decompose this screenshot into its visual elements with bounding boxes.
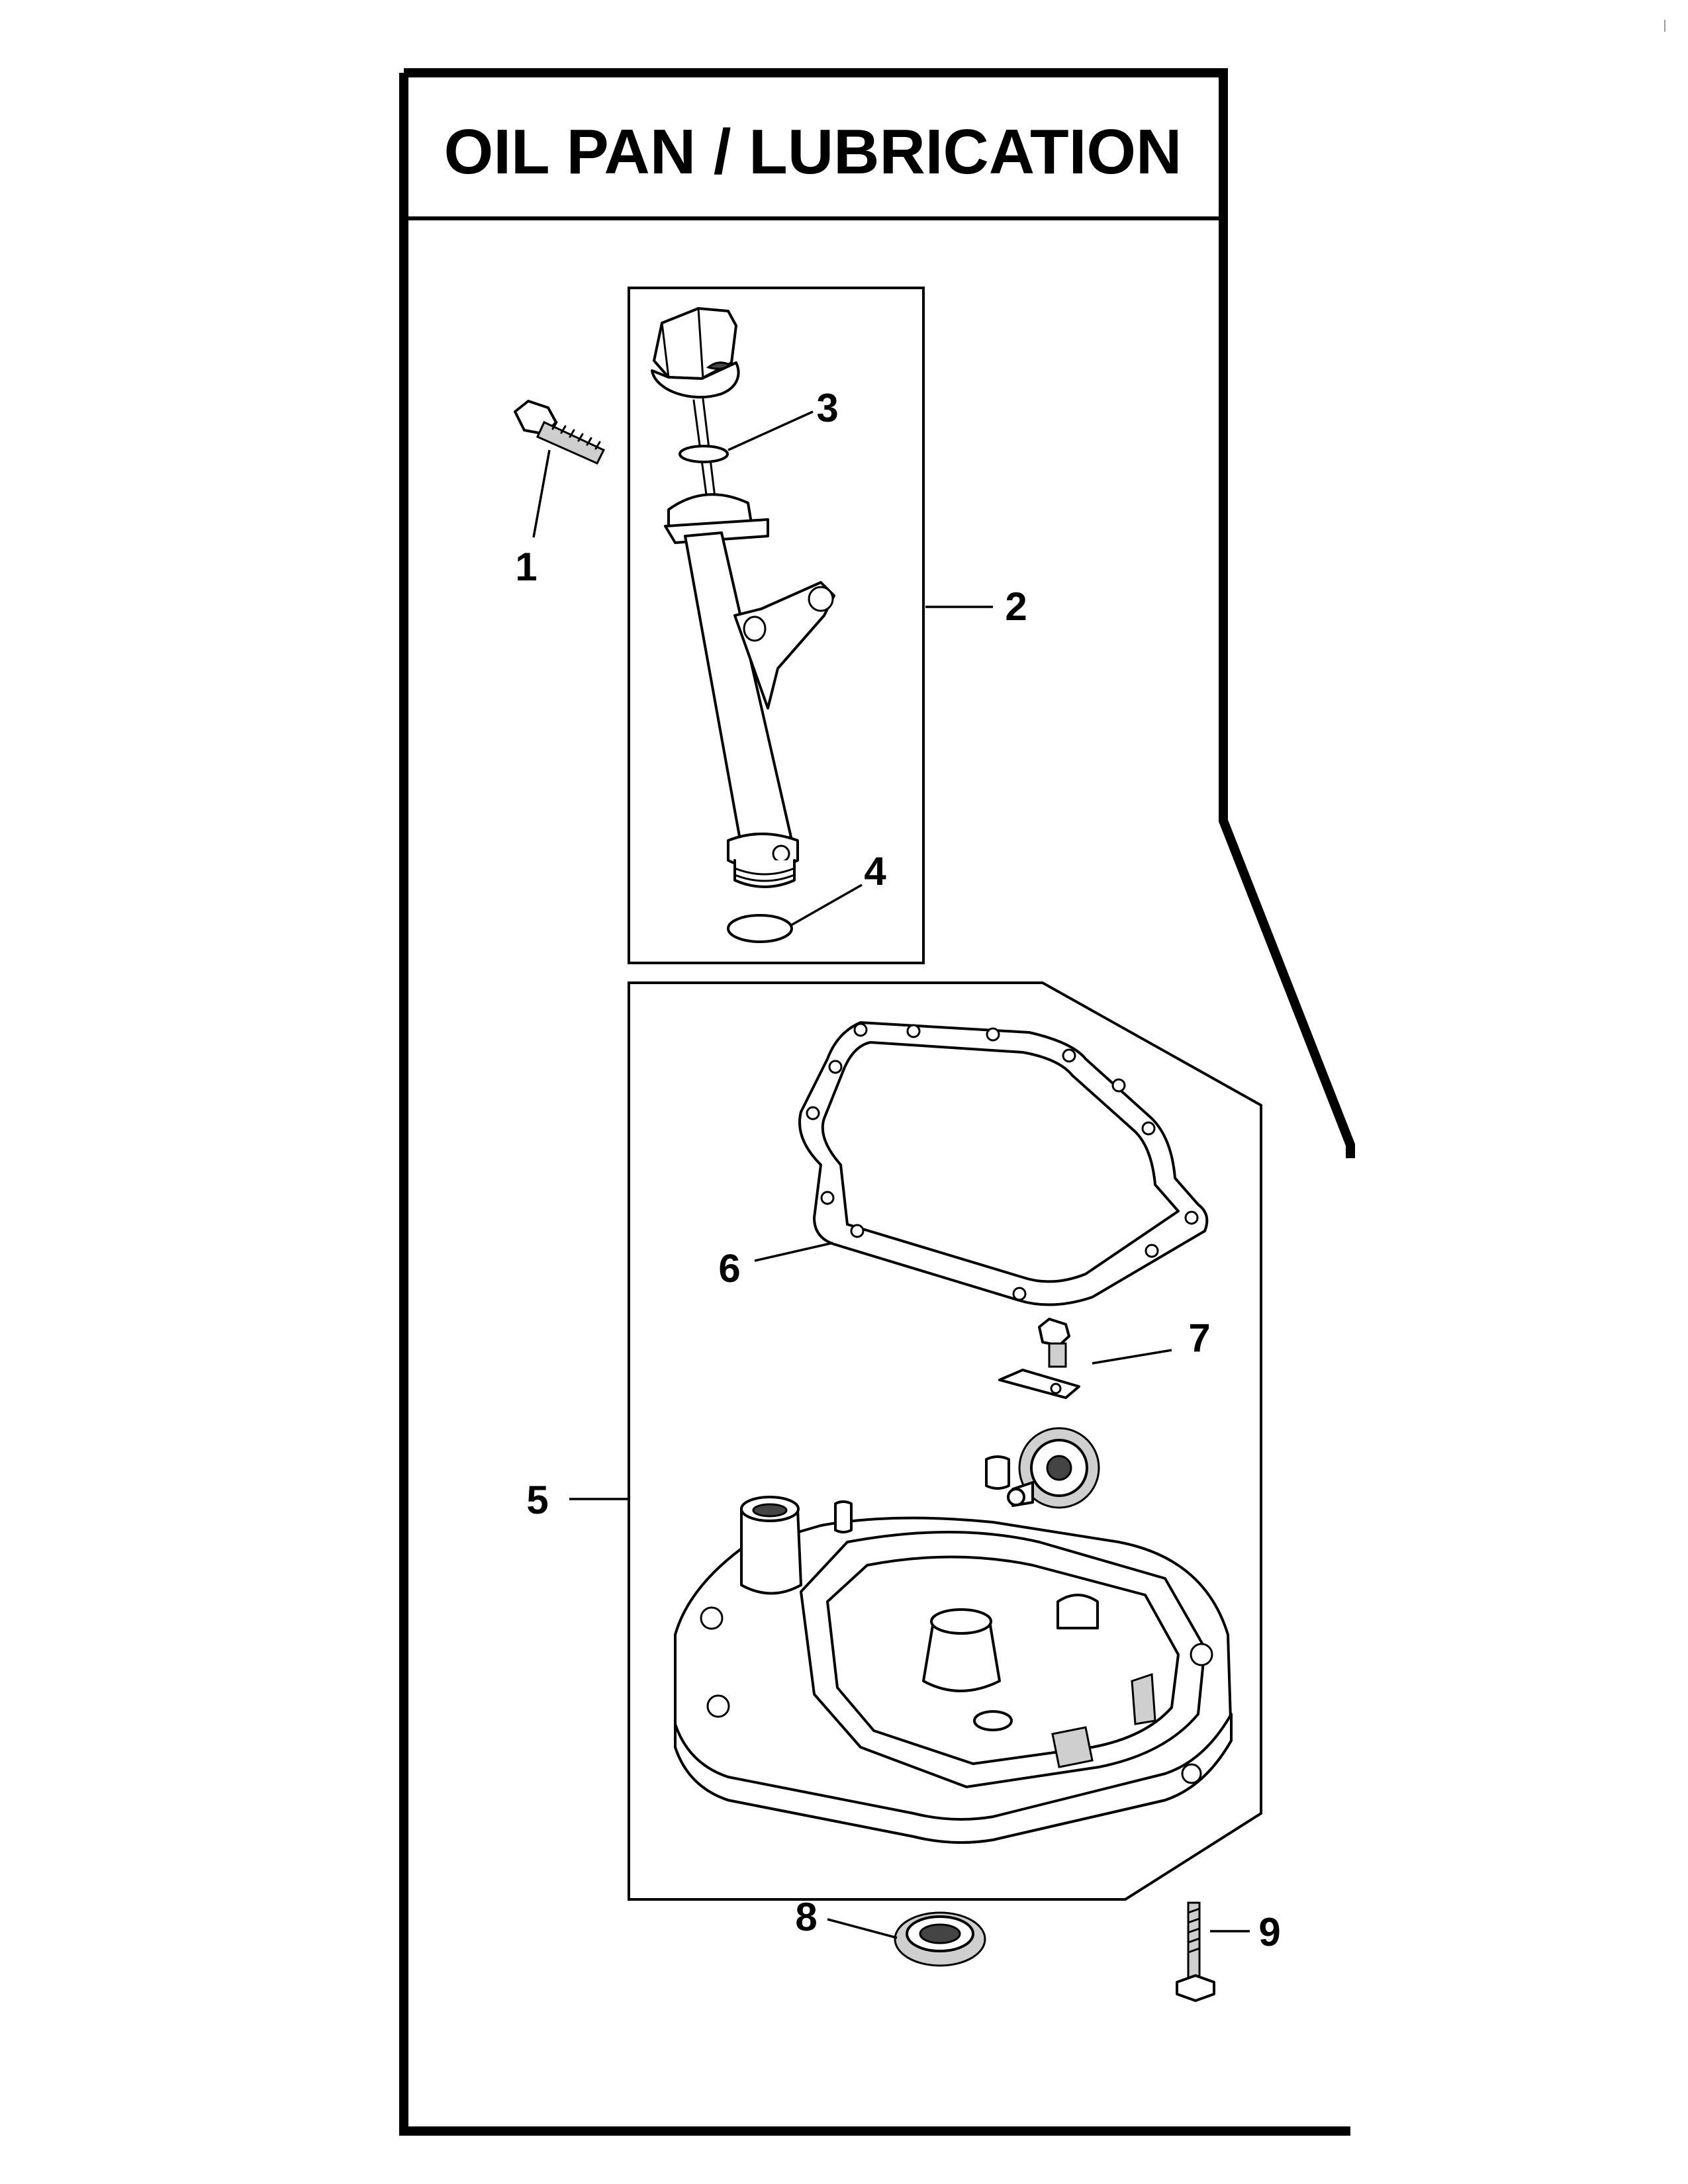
- oil-pan-part-5: [674, 1496, 1233, 1844]
- dipstick-group-box: [628, 287, 925, 964]
- leader-4: [790, 884, 863, 927]
- dowel-pin-part: [985, 1455, 1010, 1490]
- governor-gear-part: [1007, 1427, 1100, 1509]
- page-title: OIL PAN / LUBRICATION: [444, 116, 1182, 187]
- callout-9: 9: [1258, 1910, 1280, 1954]
- leader-8: [827, 1918, 898, 1939]
- callout-5: 5: [526, 1478, 548, 1522]
- outer-frame: [399, 68, 1355, 2136]
- callout-4: 4: [864, 849, 886, 893]
- leader-7: [1092, 1349, 1172, 1365]
- screw-plate-part-7: [998, 1318, 1080, 1399]
- callout-8: 8: [795, 1895, 817, 1939]
- callout-7: 7: [1188, 1316, 1210, 1360]
- oil-seal-part-8: [894, 1911, 986, 1967]
- callout-1: 1: [515, 545, 537, 589]
- gasket-part-6: [798, 1021, 1209, 1306]
- bolt-part-1: [514, 400, 606, 465]
- oil-fill-tube-part-2: [664, 493, 835, 888]
- o-ring-part-4: [727, 914, 793, 943]
- long-bolt-part-9: [1176, 1901, 1215, 2002]
- callout-3: 3: [816, 386, 838, 430]
- leader-1: [532, 449, 551, 538]
- callout-6: 6: [718, 1246, 740, 1291]
- dipstick-cap-part: [651, 307, 740, 511]
- leader-3: [727, 410, 814, 451]
- callout-2: 2: [1005, 584, 1027, 629]
- oil-pan-group-box: [628, 981, 1262, 1901]
- o-ring-part-3: [679, 445, 729, 463]
- leader-6: [754, 1242, 833, 1262]
